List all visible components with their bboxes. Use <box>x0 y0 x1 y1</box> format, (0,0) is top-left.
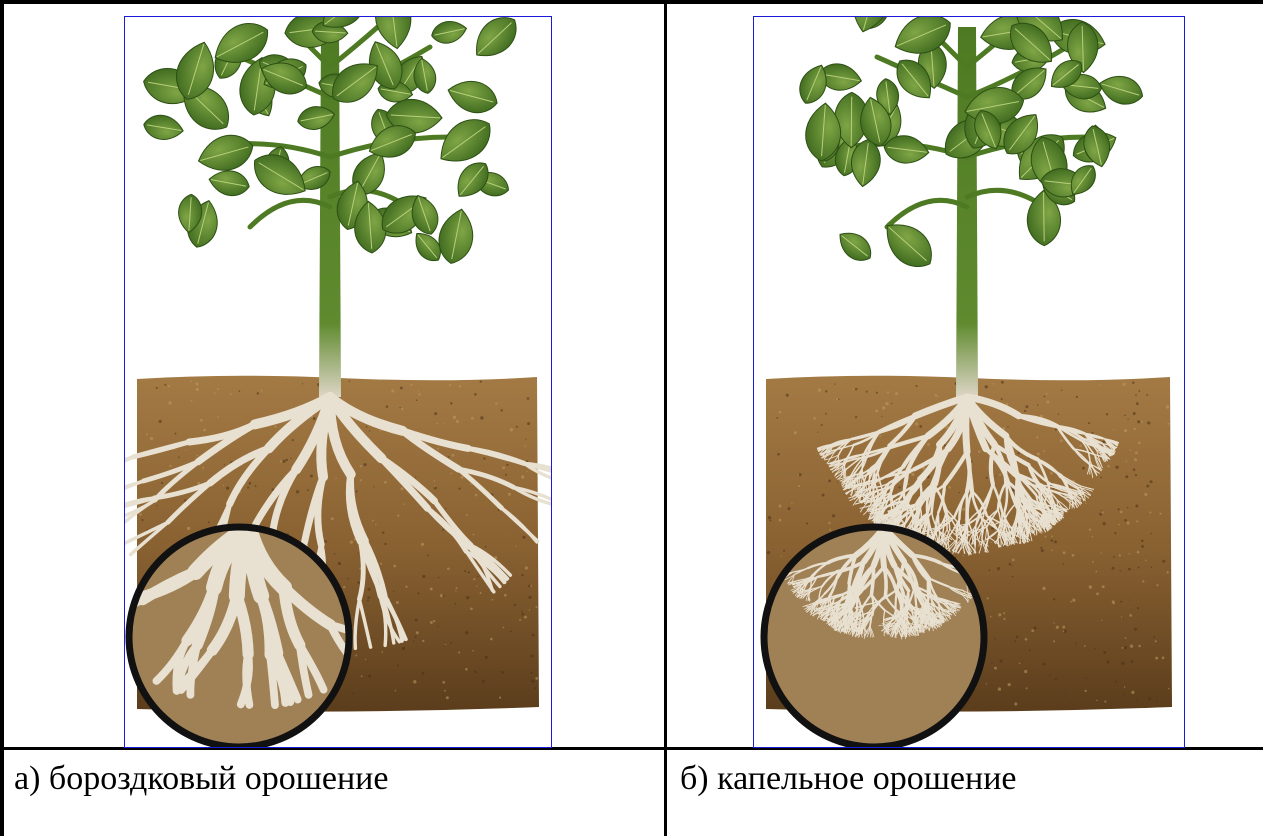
plant-drip-roots-illustration <box>754 17 1185 748</box>
plant-furrow-roots-illustration <box>125 17 552 748</box>
table-border-top <box>0 0 1263 4</box>
leaf <box>435 206 478 267</box>
leaf <box>142 113 185 143</box>
leaf <box>194 129 258 177</box>
caption-furrow: а) бороздковый орошение <box>14 762 388 796</box>
stem <box>956 27 978 397</box>
leaf <box>430 18 469 46</box>
leaf <box>466 17 525 66</box>
leaf <box>876 213 942 277</box>
leaf <box>833 225 877 267</box>
figure-furrow-irrigation <box>124 16 552 748</box>
table-border-center <box>664 0 667 836</box>
table-border-left <box>0 0 4 836</box>
caption-drip: б) капельное орошение <box>680 762 1016 796</box>
figure-drip-irrigation <box>753 16 1185 748</box>
leaf <box>846 17 897 37</box>
magnifier-lens <box>764 527 985 747</box>
leaf <box>207 167 251 198</box>
leaf <box>1080 123 1114 170</box>
leaf <box>444 75 501 118</box>
